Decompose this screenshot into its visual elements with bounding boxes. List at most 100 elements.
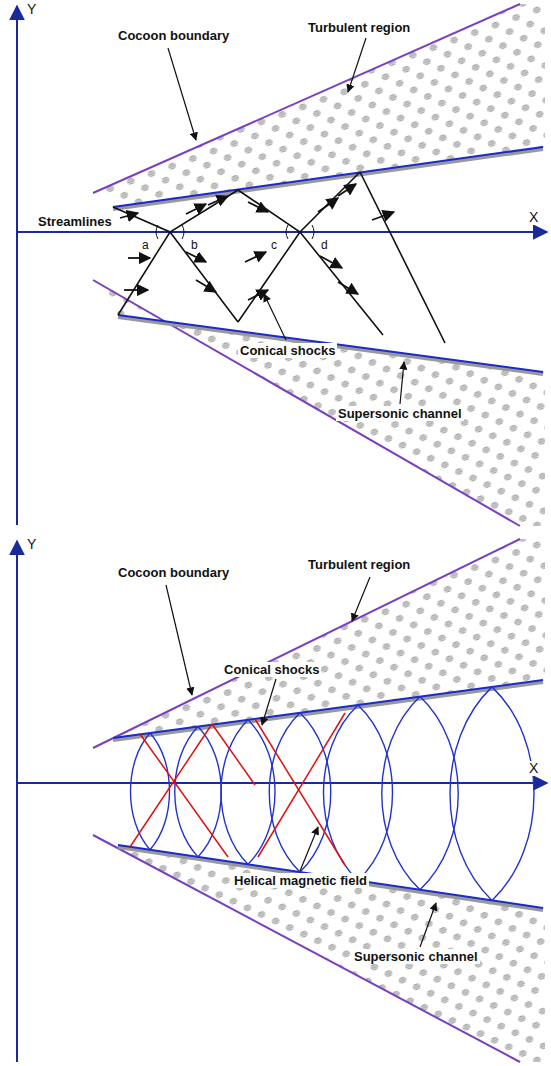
drawing-part: [118, 190, 238, 315]
field-line: [324, 705, 359, 881]
label-holder: Supersonic channel: [352, 949, 480, 964]
drawing-part: [168, 48, 196, 140]
streamlines: [120, 184, 394, 300]
label-holder: Cocoon boundary: [116, 565, 231, 580]
axis-label: Y: [25, 537, 38, 552]
drawing-part: [286, 225, 288, 239]
label-holder: X: [527, 210, 540, 225]
channel-shadow: [118, 317, 543, 374]
field-line: [492, 687, 534, 901]
drawing-part: [166, 585, 192, 695]
region-label: Turbulent region: [306, 557, 412, 572]
drawing-part: [318, 198, 338, 212]
cocoon-boundary: [93, 835, 520, 1062]
angle-label: b: [190, 238, 199, 253]
channel-wall: [113, 680, 543, 738]
channel-wall: [113, 147, 543, 207]
drawing-part: [196, 280, 216, 292]
axis-label: X: [527, 761, 540, 776]
region-label: Cocoon boundary: [116, 28, 231, 43]
conical-shocks: [130, 713, 345, 865]
drawing-part: [348, 38, 366, 92]
drawing-part: [120, 213, 138, 218]
channel-label: Supersonic channel: [352, 949, 480, 964]
shock-label: Conical shocks: [222, 662, 321, 677]
drawing-part: [312, 225, 314, 239]
channel-label: Supersonic channel: [336, 406, 464, 421]
field-line: [450, 687, 492, 901]
drawing-part: [338, 184, 356, 196]
drawing-part: [128, 257, 150, 259]
drawing-part: [248, 202, 268, 212]
angle-label: d: [320, 238, 329, 253]
cocoon-boundary: [93, 280, 520, 526]
drawing-part: [113, 207, 238, 322]
field-line: [382, 697, 420, 890]
drawing-part: [182, 225, 184, 239]
turbulent-region: [100, 4, 545, 207]
drawing-part: [338, 282, 358, 294]
channel-wall: [118, 315, 543, 372]
label-holder: Y: [25, 2, 38, 17]
field-line: [198, 727, 221, 857]
drawing-part: [264, 294, 286, 340]
channel-shadow: [113, 682, 543, 740]
turbulent-region: [100, 539, 545, 745]
angle-arcs: [156, 225, 314, 239]
drawing-part: [320, 256, 342, 268]
axis-label: Y: [25, 2, 38, 17]
drawing-part: [245, 252, 266, 262]
angle-label: a: [141, 238, 150, 253]
drawing-part: [238, 172, 360, 322]
helical-field: [131, 687, 535, 901]
label-holder: b: [190, 238, 199, 253]
label-holder: Streamlines: [36, 214, 114, 229]
leader-arrows: [166, 577, 436, 947]
region-label: Cocoon boundary: [116, 565, 231, 580]
angle-label: c: [270, 238, 278, 253]
drawing-part: [140, 734, 228, 857]
streamline-label: Streamlines: [36, 214, 114, 229]
label-holder: a: [141, 238, 150, 253]
field-label: Helical magnetic field: [232, 873, 369, 888]
region-label: Turbulent region: [306, 20, 412, 35]
label-holder: Y: [25, 537, 38, 552]
drawing-part: [124, 289, 148, 291]
axis-label: X: [527, 210, 540, 225]
drawing-part: [255, 719, 345, 865]
drawing-part: [130, 724, 212, 847]
turbulent-region: [100, 839, 545, 1062]
conical-shocks: [113, 172, 445, 343]
x-axis: [17, 782, 547, 784]
cocoon-boundary: [93, 4, 520, 193]
drawing-part: [372, 212, 394, 220]
field-line: [300, 713, 331, 872]
channel-wall: [118, 845, 543, 908]
x-axis: [17, 231, 547, 233]
drawing-part: [420, 903, 436, 947]
drawing-part: [258, 713, 345, 857]
field-line: [420, 697, 458, 890]
channel-shadow: [113, 149, 543, 209]
field-line: [248, 720, 275, 864]
field-line: [269, 713, 300, 872]
bottom-panel: [17, 539, 547, 1062]
drawing-part: [360, 172, 445, 343]
y-axis: [16, 6, 18, 525]
drawing-part: [156, 225, 158, 239]
label-holder: d: [320, 238, 329, 253]
shock-label: Conical shocks: [238, 343, 337, 358]
label-holder: Supersonic channel: [336, 406, 464, 421]
label-holder: Conical shocks: [238, 343, 337, 358]
drawing-part: [300, 827, 318, 871]
field-line: [358, 705, 393, 881]
drawing-part: [262, 679, 276, 725]
drawing-part: [400, 362, 404, 404]
label-holder: Helical magnetic field: [232, 873, 369, 888]
label-holder: Conical shocks: [222, 662, 321, 677]
drawing-part: [208, 196, 228, 205]
label-holder: Turbulent region: [306, 20, 412, 35]
label-holder: Cocoon boundary: [116, 28, 231, 43]
